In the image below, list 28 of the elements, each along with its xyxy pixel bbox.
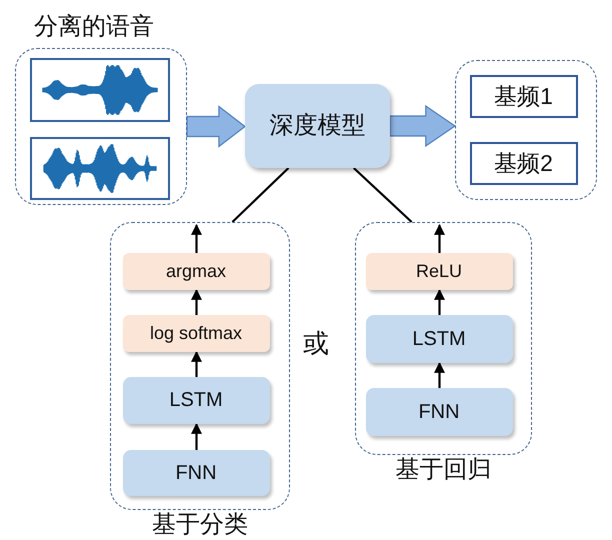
output-box: 基频2	[470, 142, 578, 184]
arrow	[434, 362, 445, 388]
block-arrow	[389, 104, 456, 148]
dashed-group-box	[455, 60, 597, 200]
arrow	[434, 224, 445, 253]
block-arrow	[186, 105, 246, 148]
arrow	[191, 288, 202, 315]
output-box: 基频1	[470, 74, 578, 118]
layer-box: FNN	[366, 388, 512, 436]
layer-box: argmax	[122, 252, 270, 290]
arrow	[191, 224, 202, 253]
waveform-box	[30, 58, 170, 122]
arrow	[434, 288, 445, 315]
connector-line	[232, 167, 290, 223]
layer-box: log softmax	[122, 314, 270, 352]
group-title: 基于分类	[152, 511, 248, 539]
connector-line	[353, 167, 412, 223]
layer-box: ReLU	[366, 252, 512, 290]
waveform-box	[30, 136, 170, 200]
group-title: 基于回归	[396, 456, 492, 484]
group-title: 分离的语音	[34, 13, 154, 41]
layer-box: LSTM	[122, 376, 270, 424]
arrow	[191, 422, 202, 450]
arrow	[191, 350, 202, 377]
layer-box: FNN	[122, 450, 270, 496]
model-box: 深度模型	[245, 84, 390, 168]
layer-box: LSTM	[366, 314, 512, 362]
or-label: 或	[303, 328, 329, 358]
